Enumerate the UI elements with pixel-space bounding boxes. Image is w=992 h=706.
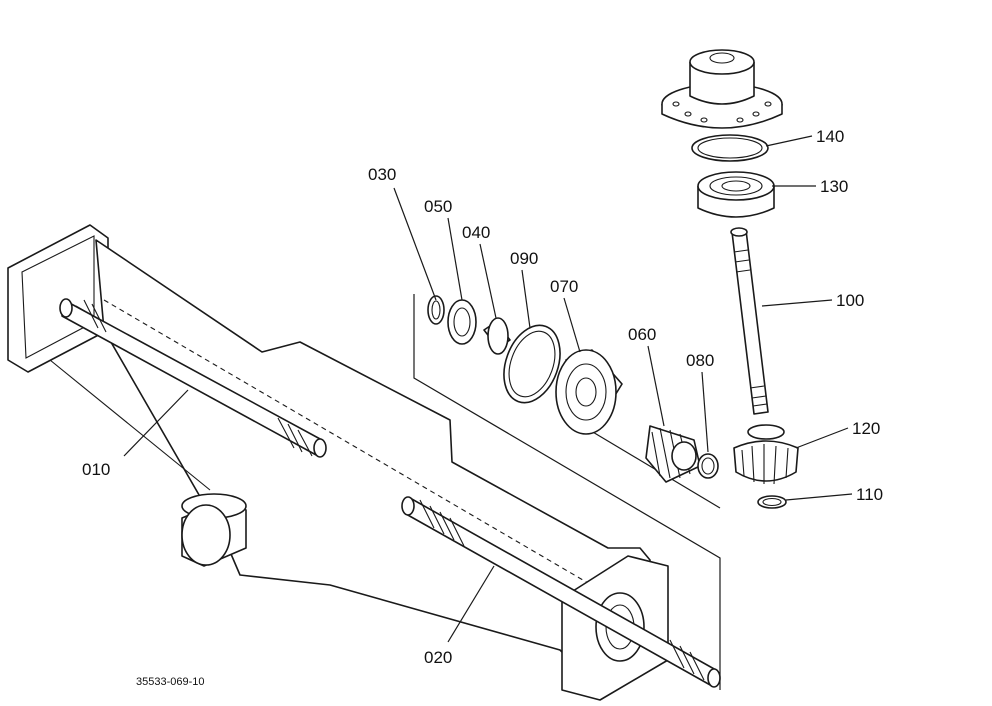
ball-bearing-130 [697,171,775,218]
callout-030: 030 [368,165,396,184]
oil-seal-050 [447,299,477,345]
callout-080: 080 [686,351,714,370]
callout-010: 010 [82,460,110,479]
snap-ring-080 [697,453,719,479]
reference-code: 35533-069-10 [136,676,205,688]
o-ring-090 [503,324,561,404]
flange-bolt-holes [672,101,772,123]
callout-070: 070 [550,277,578,296]
callout-090: 090 [510,249,538,268]
ball-bearing-070 [555,349,623,435]
callout-050: 050 [424,197,452,216]
snap-ring-110 [757,495,787,509]
bush-040 [483,317,511,355]
callout-130: 130 [820,177,848,196]
bevel-gear-120 [733,424,799,485]
callout-100: 100 [836,291,864,310]
bearing-housing-top [661,49,783,129]
o-ring-140 [691,134,769,162]
callout-labels: 010 020 030 050 040 090 070 060 080 100 … [82,127,883,667]
callout-120: 120 [852,419,880,438]
callout-110: 110 [856,485,883,504]
callout-060: 060 [628,325,656,344]
bevel-gear-060 [645,425,701,483]
leader-lines [123,135,853,643]
snap-ring-030 [427,295,445,325]
callout-040: 040 [462,223,490,242]
callout-140: 140 [816,127,844,146]
callout-020: 020 [424,648,452,667]
axle-shaft-020 [401,496,721,688]
shaft-100 [730,227,769,415]
axle-shaft-010 [59,298,327,458]
